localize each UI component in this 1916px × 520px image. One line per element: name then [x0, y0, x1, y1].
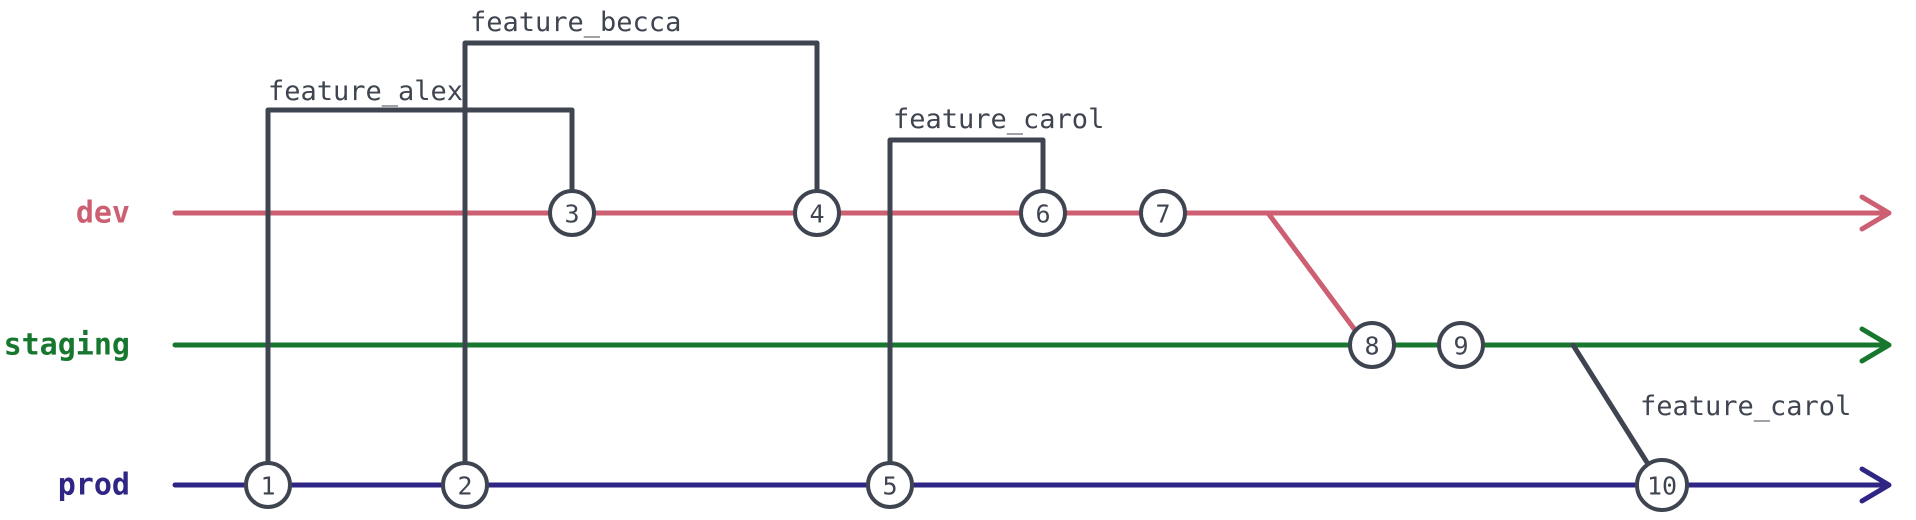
commit-circle-2[interactable]	[441, 461, 489, 509]
commit-circle-1[interactable]	[244, 461, 292, 509]
arrow-head-prod	[1859, 466, 1892, 504]
diagonal-branch-label-feature-carol[interactable]: feature_carol	[1640, 391, 1851, 422]
commit-label-10: 10	[1647, 472, 1677, 501]
commit-circle-8[interactable]	[1348, 321, 1396, 369]
commit-nodes: 1 2 3 4 5 6 7	[244, 189, 1689, 512]
merge-paths	[1265, 210, 1358, 333]
commit-node-8[interactable]: 8	[1348, 321, 1396, 369]
commit-node-5[interactable]: 5	[866, 461, 914, 509]
commit-label-4: 4	[809, 200, 824, 229]
commit-label-9: 9	[1453, 332, 1468, 361]
feature-branch-path-becca	[462, 40, 820, 488]
commit-node-6[interactable]: 6	[1019, 189, 1067, 237]
commit-node-4[interactable]: 4	[793, 189, 841, 237]
commit-label-8: 8	[1364, 332, 1379, 361]
arrow-head-staging	[1859, 326, 1892, 364]
merge-path-dev-to-staging	[1265, 210, 1358, 333]
feature-branch-labels: feature_alex feature_becca feature_carol…	[268, 7, 1851, 422]
branch-label-prod[interactable]: prod	[58, 468, 130, 503]
commit-node-10[interactable]: 10	[1635, 458, 1689, 512]
commit-node-3[interactable]: 3	[548, 189, 596, 237]
feature-branch-label-alex[interactable]: feature_alex	[268, 76, 463, 107]
branch-arrowheads	[1859, 194, 1892, 504]
commit-label-3: 3	[564, 200, 579, 229]
commit-circle-5[interactable]	[866, 461, 914, 509]
commit-circle-7[interactable]	[1139, 189, 1187, 237]
branch-label-dev[interactable]: dev	[76, 196, 130, 231]
feature-branch-path-carol	[887, 137, 1046, 488]
commit-node-9[interactable]: 9	[1437, 321, 1485, 369]
commit-circle-10[interactable]	[1635, 458, 1689, 512]
diagonal-branch-paths	[1570, 342, 1651, 467]
commit-node-1[interactable]: 1	[244, 461, 292, 509]
branch-label-staging[interactable]: staging	[4, 328, 130, 363]
feature-branch-path-alex	[265, 107, 575, 488]
commit-circle-9[interactable]	[1437, 321, 1485, 369]
diagonal-branch-path-feature-carol	[1570, 342, 1651, 467]
feature-branch-paths	[265, 40, 1046, 488]
branch-name-labels: dev staging prod	[4, 196, 130, 503]
commit-circle-6[interactable]	[1019, 189, 1067, 237]
commit-label-5: 5	[882, 472, 897, 501]
commit-label-7: 7	[1155, 200, 1170, 229]
arrow-head-dev	[1859, 194, 1892, 232]
commit-circle-3[interactable]	[548, 189, 596, 237]
commit-circle-4[interactable]	[793, 189, 841, 237]
feature-branch-label-carol[interactable]: feature_carol	[893, 104, 1104, 135]
commit-label-1: 1	[260, 472, 275, 501]
feature-branch-label-becca[interactable]: feature_becca	[470, 7, 681, 38]
commit-node-2[interactable]: 2	[441, 461, 489, 509]
commit-label-2: 2	[457, 472, 472, 501]
commit-node-7[interactable]: 7	[1139, 189, 1187, 237]
branch-lanes	[172, 210, 1889, 488]
commit-label-6: 6	[1035, 200, 1050, 229]
